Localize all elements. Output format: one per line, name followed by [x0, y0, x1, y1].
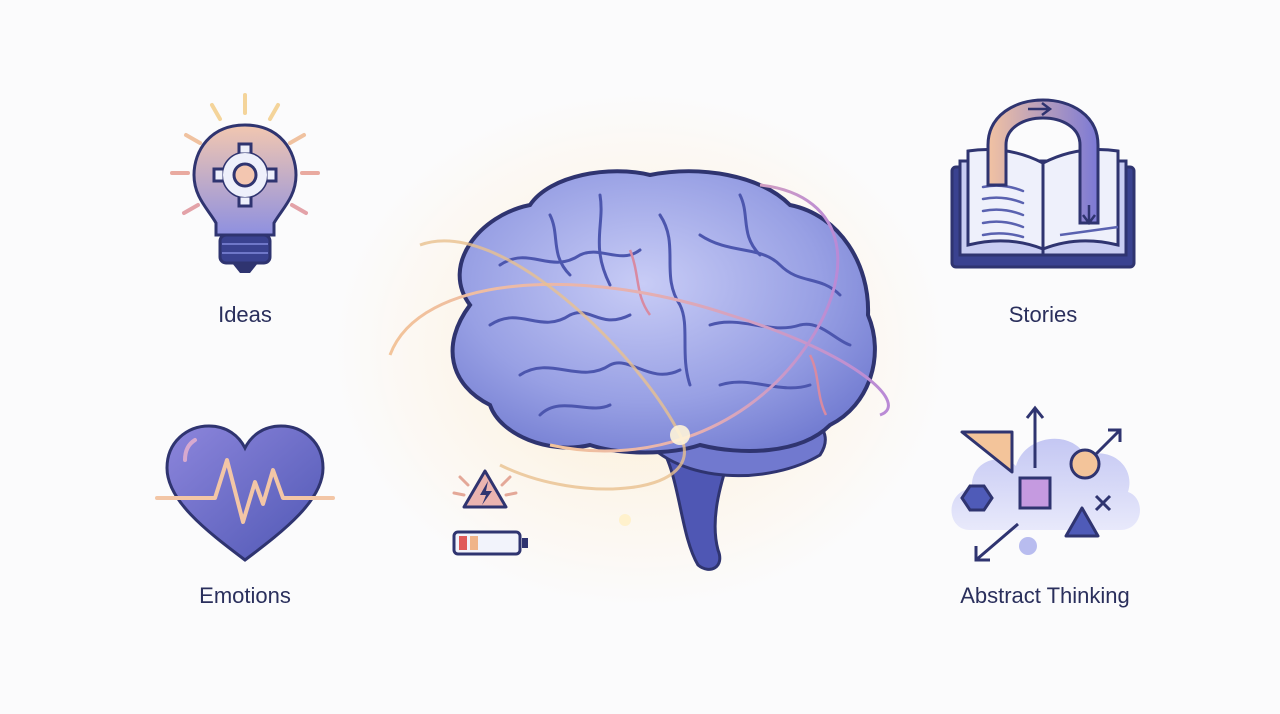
- cloud-shapes-icon: [951, 405, 1140, 562]
- lightbulb-gear-icon: [170, 93, 320, 273]
- brain-illustration: [388, 169, 890, 571]
- label-stories: Stories: [1008, 302, 1078, 327]
- heart-pulse-icon: [155, 424, 335, 562]
- low-battery-icon: [452, 530, 528, 556]
- label-emotions: Emotions: [199, 583, 291, 608]
- label-abstract-thinking: Abstract Thinking: [960, 583, 1130, 608]
- warning-lightning-icon: [452, 469, 518, 509]
- label-ideas: Ideas: [218, 302, 272, 327]
- open-book-arrow-icon: [950, 98, 1136, 269]
